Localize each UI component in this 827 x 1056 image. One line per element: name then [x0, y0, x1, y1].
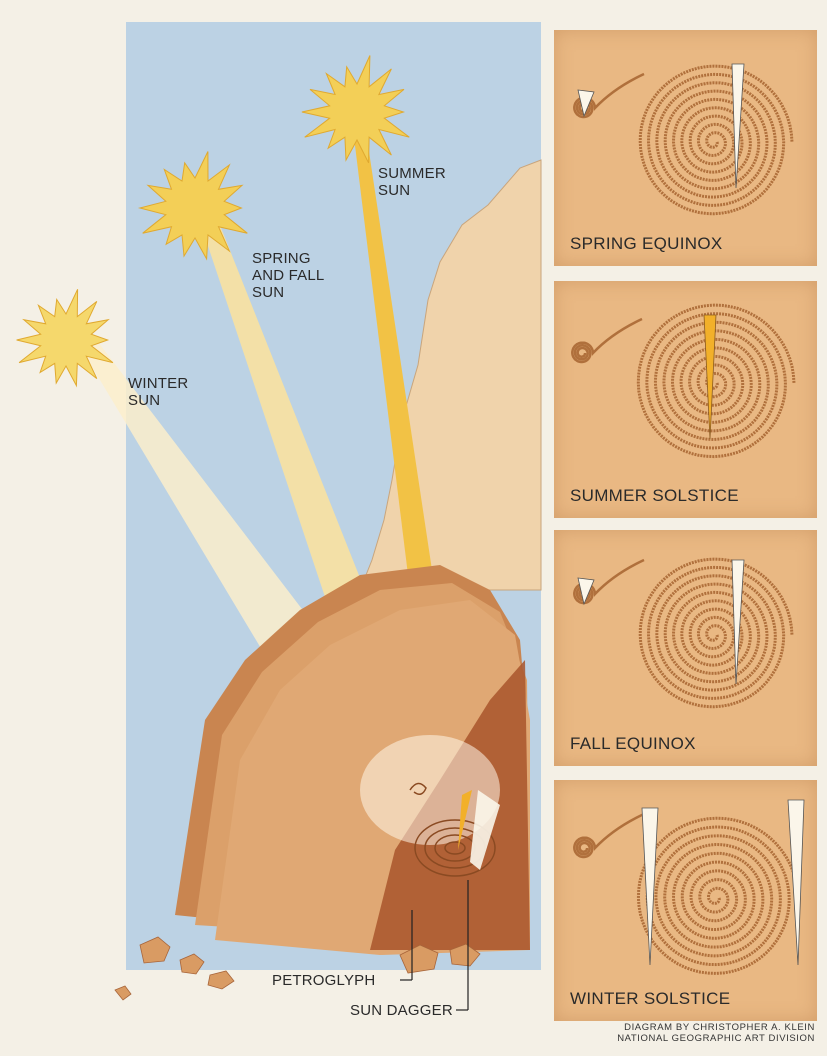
spring-equinox-panel: SPRING EQUINOX [554, 30, 817, 266]
small-spiral-line [574, 814, 644, 857]
spring-equinox-label: SPRING EQUINOX [570, 234, 723, 254]
right-white-dagger [788, 800, 804, 965]
sun-dagger-label: SUN DAGGER [350, 1002, 453, 1019]
white-dagger [732, 64, 744, 188]
fall-equinox-panel: FALL EQUINOX [554, 530, 817, 766]
credit-line-1: DIAGRAM BY CHRISTOPHER A. KLEIN [617, 1022, 815, 1033]
credit: DIAGRAM BY CHRISTOPHER A. KLEIN NATIONAL… [617, 1022, 815, 1044]
petroglyph-label: PETROGLYPH [272, 972, 375, 989]
spiral-petroglyph [638, 818, 798, 973]
small-spiral [572, 319, 642, 362]
spring-equinox-glyph [554, 30, 817, 266]
small-spiral-line [572, 319, 642, 362]
small-spiral [574, 814, 644, 857]
winter-solstice-label: WINTER SOLSTICE [570, 989, 730, 1009]
summer-solstice-label: SUMMER SOLSTICE [570, 486, 739, 506]
spiral-petroglyph [640, 66, 792, 214]
spiral-line [640, 66, 792, 214]
spiral-line [638, 818, 798, 973]
spiral-petroglyph [640, 559, 792, 707]
spiral-line [640, 559, 792, 707]
winter-solstice-panel: WINTER SOLSTICE [554, 780, 817, 1021]
spring-fall-sun-label: SPRING AND FALL SUN [252, 250, 324, 301]
spiral-line [638, 305, 794, 457]
summer-solstice-panel: SUMMER SOLSTICE [554, 281, 817, 518]
winter-solstice-glyph [554, 780, 817, 1021]
fall-equinox-label: FALL EQUINOX [570, 734, 696, 754]
winter-sun-label: WINTER SUN [128, 375, 188, 409]
summer-solstice-glyph [554, 281, 817, 518]
summer-sun-label: SUMMER SUN [378, 165, 446, 199]
credit-line-2: NATIONAL GEOGRAPHIC ART DIVISION [617, 1033, 815, 1044]
fall-equinox-glyph [554, 530, 817, 766]
yellow-dagger [704, 315, 716, 439]
spiral-petroglyph [638, 305, 794, 457]
